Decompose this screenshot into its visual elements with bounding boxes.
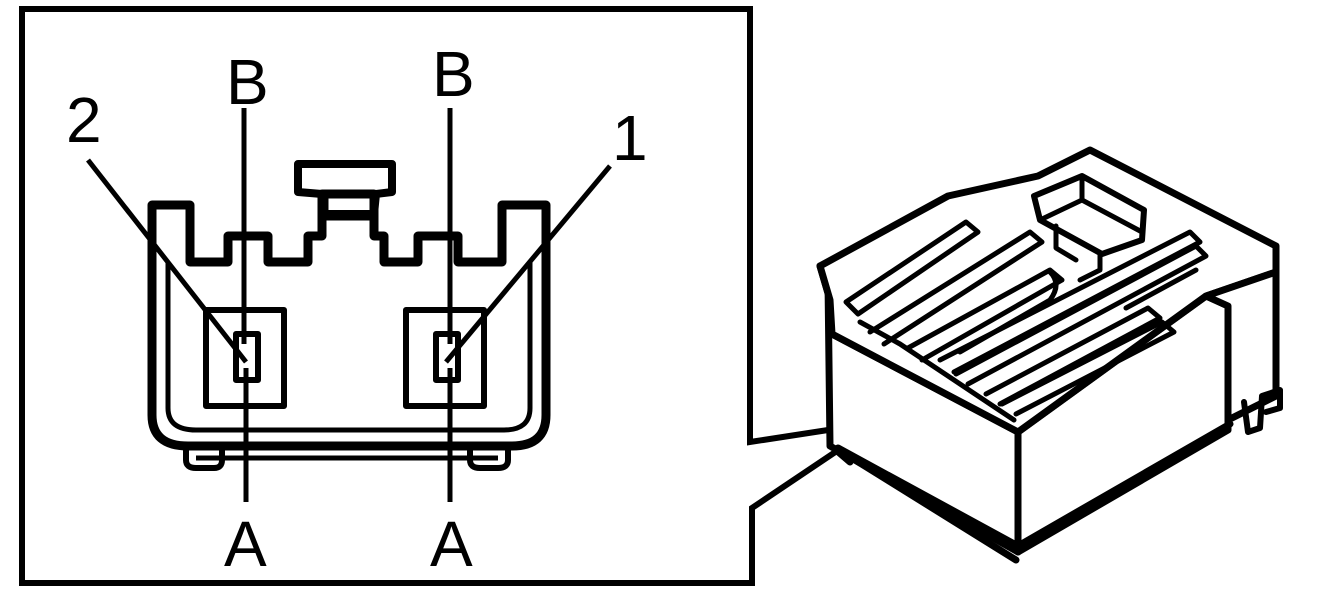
- label-a-right: A: [430, 508, 473, 580]
- housing-inner-outline: [165, 262, 533, 433]
- connector-end-block: [1202, 268, 1280, 424]
- foot-left: [183, 446, 225, 471]
- rib-5: [953, 243, 1209, 387]
- rib-1: [843, 219, 981, 317]
- leader-2: [86, 158, 248, 364]
- top-step-line: [857, 267, 1199, 423]
- locking-tab-window: [323, 193, 375, 221]
- label-pin-1: 1: [612, 102, 648, 174]
- connector-isometric-view: [816, 146, 1283, 564]
- rib-groove: [957, 269, 1059, 355]
- rib-2: [867, 229, 1045, 347]
- cavity-right-outer: [403, 307, 487, 409]
- rib-6: [983, 305, 1163, 407]
- leader-1: [444, 164, 612, 364]
- label-a-left: A: [224, 508, 267, 580]
- label-b-right: B: [432, 38, 475, 110]
- rib-3: [905, 267, 1065, 363]
- connector-bottom-ledge: [832, 446, 1020, 564]
- leader-lines: [86, 108, 612, 502]
- housing-outline: [147, 189, 551, 451]
- label-pin-2: 2: [66, 84, 102, 156]
- latch-block-top: [1037, 173, 1145, 235]
- label-b-left: B: [226, 46, 269, 118]
- cavity-right-inner: [433, 331, 461, 383]
- foot-right: [467, 446, 511, 471]
- connector-top-details: [843, 173, 1209, 423]
- latch-block-leg: [1053, 223, 1103, 283]
- connector-foot: [1241, 387, 1283, 435]
- connector-bottom-edge: [834, 420, 1234, 550]
- rib-7: [999, 319, 1177, 417]
